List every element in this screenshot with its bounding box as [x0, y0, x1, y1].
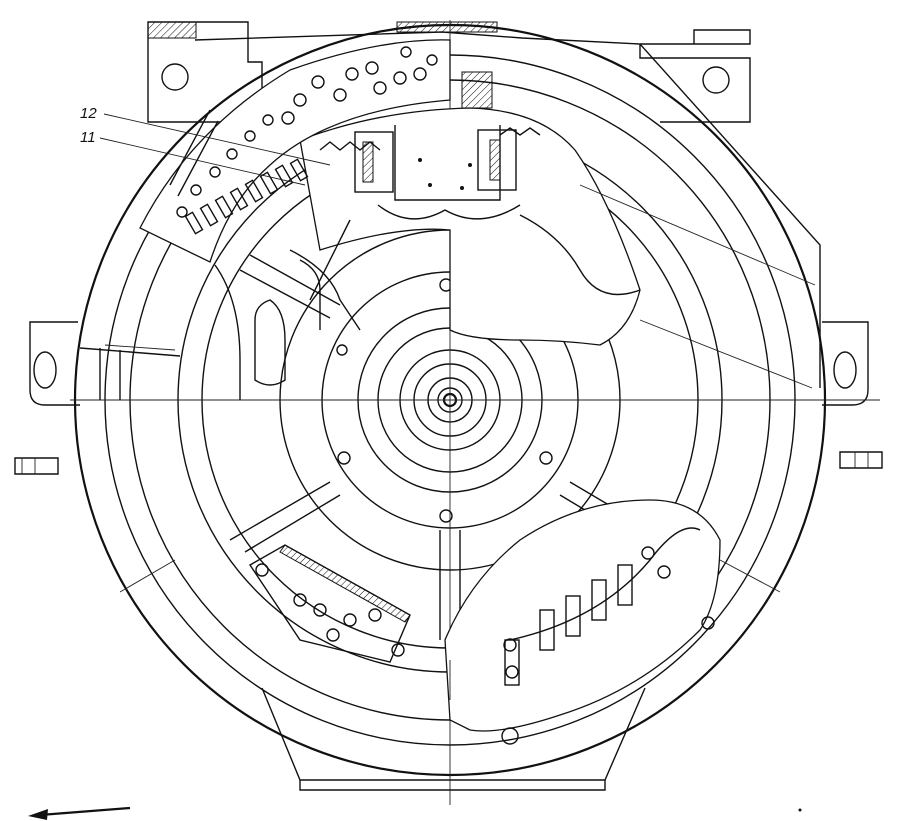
brush-holder-bracket: [249, 544, 411, 663]
winding-end-section: [79, 249, 361, 400]
callout-12: 12: [80, 105, 331, 166]
section-lines: [104, 184, 816, 700]
callout-label-11: 11: [80, 129, 96, 146]
rotation-direction-arrow: [28, 806, 802, 820]
pole-section-upper: [299, 107, 641, 346]
callout-11: 11: [80, 129, 306, 186]
stator-slots-section: [139, 39, 493, 263]
brush-gear-section: [444, 499, 721, 745]
housing-frame: [14, 21, 883, 791]
callout-label-12: 12: [80, 105, 97, 122]
stator-slot-row: [184, 158, 309, 235]
cooling-holes: [176, 46, 438, 218]
